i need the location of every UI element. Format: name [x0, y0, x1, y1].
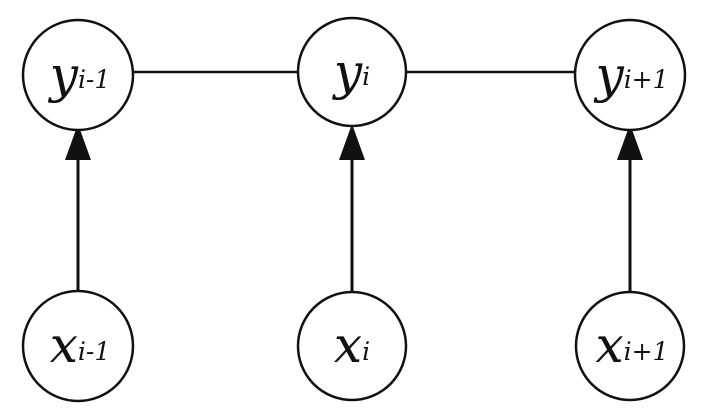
node-y-prev-label: yi-1 [48, 46, 111, 104]
arrow-head-next [617, 124, 643, 160]
node-y-curr-label: yi [332, 43, 370, 101]
node-y-next-circle [573, 18, 687, 132]
node-x-prev-main: x [50, 316, 78, 374]
edge-x-prev-y-prev [65, 124, 91, 292]
edge-x-curr-y-curr [339, 124, 365, 292]
node-x-curr: xi [296, 290, 408, 402]
node-x-next: xi+1 [574, 290, 686, 402]
node-y-next: yi+1 [573, 18, 687, 132]
node-y-curr: yi [296, 16, 408, 128]
node-x-prev-circle [21, 289, 135, 403]
node-x-prev-label: xi-1 [50, 316, 111, 374]
node-y-prev-main: y [48, 46, 79, 104]
node-y-prev: yi-1 [21, 18, 135, 132]
node-x-curr-sub: i [362, 337, 370, 366]
node-x-curr-label: xi [334, 316, 370, 374]
node-y-next-label: yi+1 [593, 46, 668, 104]
arrow-head-prev [65, 124, 91, 160]
node-x-next-circle [574, 290, 686, 402]
node-y-prev-sub: i-1 [78, 65, 110, 94]
node-y-next-main: y [593, 46, 624, 104]
node-x-curr-circle [296, 290, 408, 402]
node-x-curr-main: x [334, 316, 362, 374]
node-y-curr-main: y [332, 43, 363, 101]
node-y-next-sub: i+1 [624, 65, 669, 94]
node-x-next-label: xi+1 [595, 316, 668, 374]
node-x-next-main: x [595, 316, 623, 374]
node-x-prev-sub: i-1 [78, 337, 110, 366]
edge-x-next-y-next [617, 124, 643, 292]
node-y-prev-circle [21, 18, 135, 132]
node-y-curr-sub: i [362, 62, 370, 91]
node-x-prev: xi-1 [21, 289, 135, 403]
arrow-head-curr [339, 124, 365, 160]
node-y-curr-circle [296, 16, 408, 128]
node-x-next-sub: i+1 [624, 337, 669, 366]
